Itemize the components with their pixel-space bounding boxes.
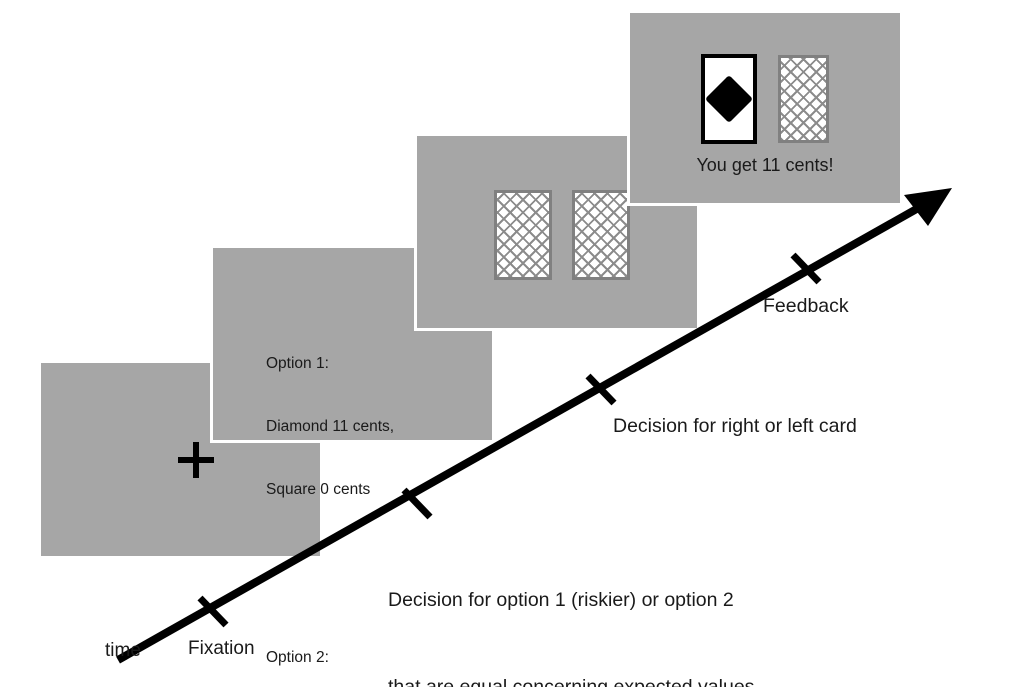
option-2-block: Option 2: Diamond 6 cents, Square 5 cent… xyxy=(266,605,394,687)
option-1-header: Option 1: xyxy=(266,355,329,372)
option-1-line-1: Diamond 11 cents, xyxy=(266,418,395,435)
option-2-header: Option 2: xyxy=(266,649,329,666)
feedback-message: You get 11 cents! xyxy=(696,155,834,175)
axis-label-option-decision: Decision for option 1 (riskier) or optio… xyxy=(388,528,754,687)
axis-tick-card xyxy=(585,373,617,406)
card-back-left[interactable] xyxy=(494,190,552,280)
card-back-right[interactable] xyxy=(572,190,630,280)
option-text-block: Option 1: Diamond 11 cents, Square 0 cen… xyxy=(266,269,394,687)
panel-feedback: You get 11 cents! xyxy=(627,10,903,206)
axis-label-card-decision: Decision for right or left card xyxy=(613,415,857,437)
axis-tick-feedback xyxy=(790,252,822,285)
axis-label-option-decision-line-2: that are equal concerning expected value… xyxy=(388,676,755,687)
card-face-diamond xyxy=(701,54,757,144)
fixation-cross-icon xyxy=(178,442,214,478)
option-1-line-2: Square 0 cents xyxy=(266,481,371,498)
axis-tick-fixation xyxy=(197,595,229,628)
axis-label-fixation: Fixation xyxy=(188,638,255,659)
time-arrow-head xyxy=(904,188,952,226)
axis-label-feedback: Feedback xyxy=(763,295,849,317)
card-back-unrevealed xyxy=(778,55,829,143)
axis-label-time: time xyxy=(105,640,141,661)
axis-label-option-decision-line-1: Decision for option 1 (riskier) or optio… xyxy=(388,589,734,611)
axis-tick-option xyxy=(401,487,433,520)
option-1-block: Option 1: Diamond 11 cents, Square 0 cen… xyxy=(266,311,394,542)
diamond-icon xyxy=(704,74,754,124)
